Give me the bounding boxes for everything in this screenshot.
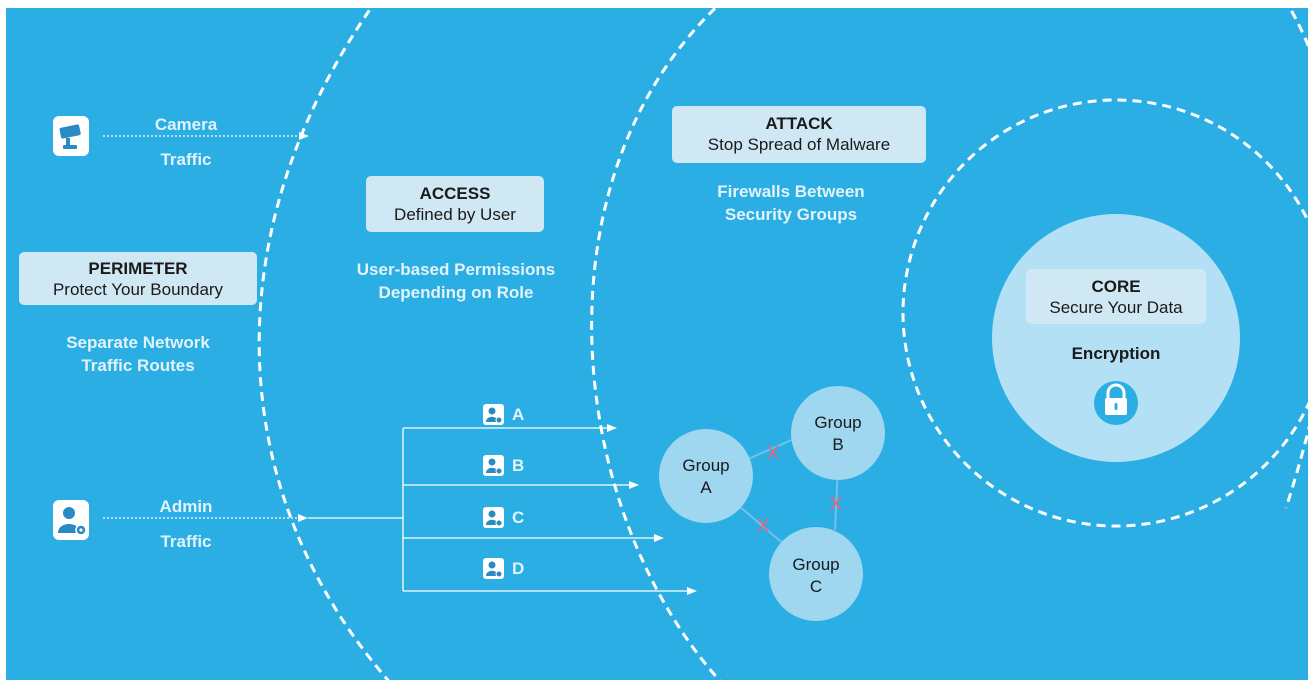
group-c-label: Group C <box>776 554 856 598</box>
user-a-icon <box>483 404 504 425</box>
route-arrowhead-a <box>607 424 617 432</box>
core-label-box: CORE Secure Your Data <box>1026 269 1206 324</box>
core-subtitle: Secure Your Data <box>1049 298 1183 317</box>
group-b-circle <box>791 386 885 480</box>
camera-icon <box>53 116 89 156</box>
attack-note-line2: Security Groups <box>724 205 858 224</box>
blocked-mark-b-c: X <box>830 494 843 515</box>
user-c-icon <box>483 507 504 528</box>
user-b-icon <box>483 455 504 476</box>
route-arrowhead-c <box>654 534 664 542</box>
user-a-label: A <box>512 405 525 424</box>
attack-subtitle: Stop Spread of Malware <box>707 135 891 154</box>
blocked-mark-a-c: X <box>757 516 770 537</box>
access-note-line1: User-based Permissions <box>356 260 556 279</box>
group-c-line2: C <box>809 577 823 596</box>
access-subtitle: Defined by User <box>394 205 516 224</box>
lock-icon <box>1094 381 1138 425</box>
route-arrowhead-b <box>629 481 639 489</box>
access-boundary <box>590 8 722 680</box>
camera-traffic-arrowhead <box>299 132 309 140</box>
perimeter-label-box: PERIMETER Protect Your Boundary <box>19 252 257 305</box>
group-b-label: Group B <box>798 412 878 456</box>
access-note-line2: Depending on Role <box>378 283 534 302</box>
group-b-line2: B <box>832 435 844 454</box>
camera-traffic-label: Camera Traffic <box>151 115 221 170</box>
group-c-circle <box>769 527 863 621</box>
admin-traffic-arrowhead <box>298 514 308 522</box>
admin-traffic-line1: Admin <box>159 497 213 516</box>
group-a-label: Group A <box>666 455 746 499</box>
blocked-mark-a-b: X <box>767 443 780 464</box>
core-title: CORE <box>1091 277 1141 296</box>
user-d-label: D <box>512 559 525 578</box>
admin-traffic-label: Admin Traffic <box>151 497 221 552</box>
user-d-icon <box>483 558 504 579</box>
group-c-line1: Group <box>792 555 840 574</box>
perimeter-note: Separate Network Traffic Routes <box>26 331 250 377</box>
perimeter-title: PERIMETER <box>88 259 188 278</box>
group-a-line1: Group <box>682 456 730 475</box>
group-b-line1: Group <box>814 413 862 432</box>
camera-traffic-line1: Camera <box>154 115 218 134</box>
attack-note-line1: Firewalls Between <box>717 182 865 201</box>
attack-label-box: ATTACK Stop Spread of Malware <box>672 106 926 163</box>
camera-traffic-line2: Traffic <box>160 150 212 169</box>
attack-note: Firewalls Between Security Groups <box>666 180 916 226</box>
user-c-label: C <box>512 508 525 527</box>
group-a-line2: A <box>700 478 712 497</box>
access-label-box: ACCESS Defined by User <box>366 176 544 232</box>
admin-user-icon <box>53 500 89 540</box>
core-encryption-label: Encryption <box>1071 344 1161 363</box>
access-title: ACCESS <box>419 184 491 203</box>
perimeter-note-line2: Traffic Routes <box>81 356 195 375</box>
firewall-link-a-c <box>738 505 787 547</box>
perimeter-subtitle: Protect Your Boundary <box>52 280 224 299</box>
route-arrowhead-d <box>687 587 697 595</box>
core-boundary <box>901 98 1308 528</box>
attack-boundary <box>1284 8 1308 509</box>
perimeter-boundary <box>257 8 390 680</box>
user-b-label: B <box>512 456 525 475</box>
firewall-link-a-b <box>745 437 797 461</box>
perimeter-note-line1: Separate Network <box>66 333 210 352</box>
admin-traffic-line2: Traffic <box>160 532 212 551</box>
zero-trust-diagram: X X X <box>6 8 1308 680</box>
attack-title: ATTACK <box>765 114 833 133</box>
group-a-circle <box>659 429 753 523</box>
access-note: User-based Permissions Depending on Role <box>316 258 596 304</box>
